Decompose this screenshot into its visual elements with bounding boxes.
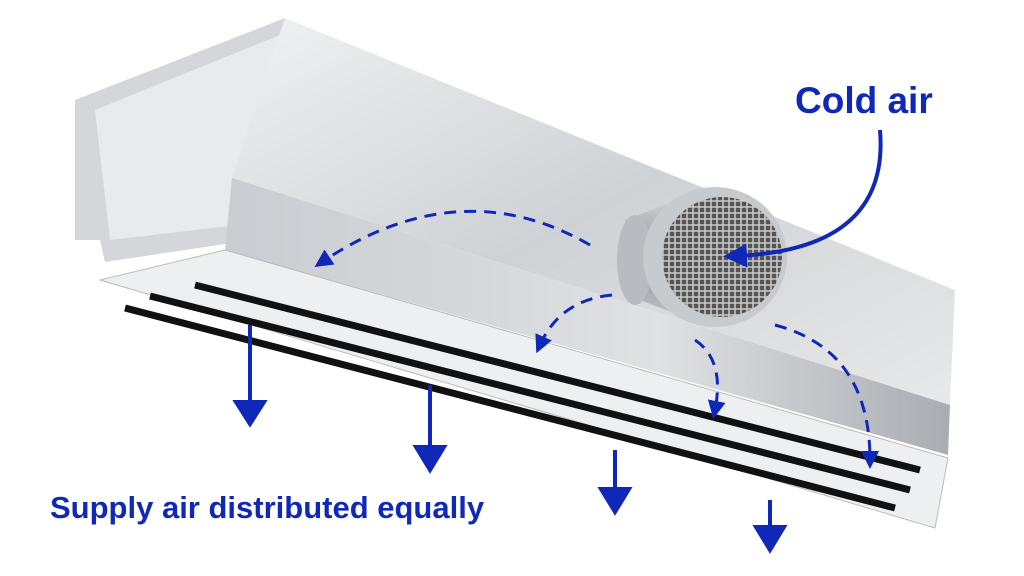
inlet-collar: [617, 187, 787, 327]
supply-air-label: Supply air distributed equally: [50, 490, 485, 525]
plenum-top-face: [232, 18, 955, 405]
slot-grille: [98, 249, 949, 529]
plenum-front-face: [225, 178, 950, 455]
supply-arrows: [232, 325, 788, 554]
cold-air-arrow: [723, 129, 883, 268]
cold-air-label: Cold air: [795, 80, 933, 121]
airflow-arrows: [314, 209, 879, 469]
mesh-grille: [662, 197, 782, 317]
